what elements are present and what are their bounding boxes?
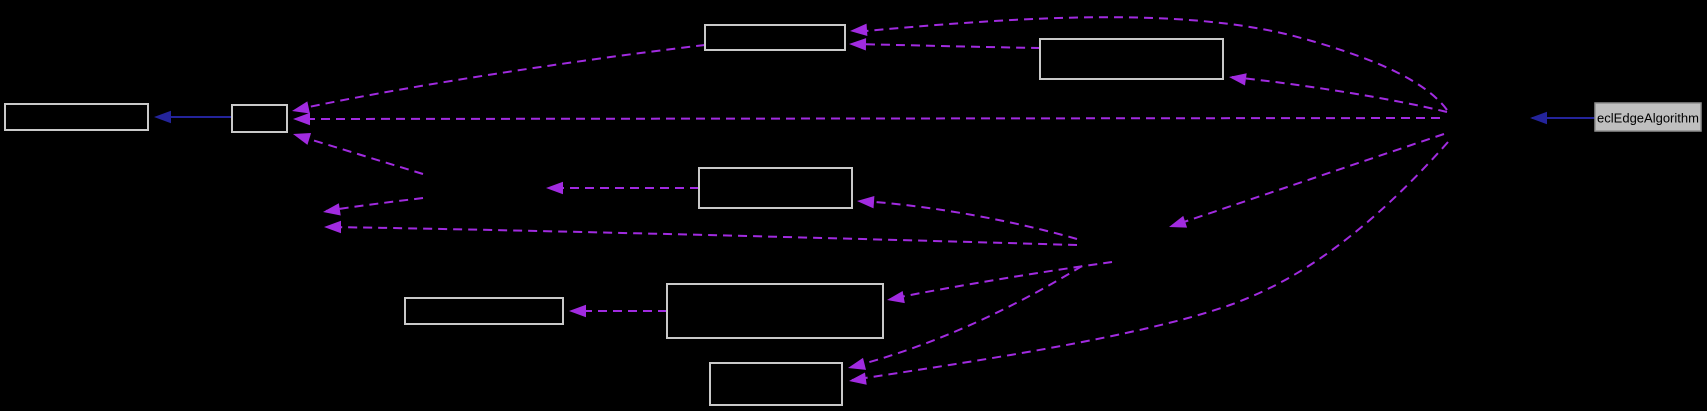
usage-edge-hub-to-top-arc <box>865 16 1448 111</box>
usage-edge-hub3-to-hub4-arrowhead-icon <box>323 203 341 216</box>
usage-edge-top-to-small-arrowhead-icon <box>292 101 310 114</box>
node-small[interactable] <box>231 104 288 133</box>
node-bottom[interactable] <box>709 362 843 406</box>
usage-edge-middle-to-hub3-arrowhead-icon <box>546 181 563 195</box>
usage-edge-hub-to-small-arrowhead-icon <box>293 112 310 126</box>
usage-edge-hub-to-bottom-arc <box>851 141 1449 381</box>
usage-edge-top-right-to-top <box>851 43 1041 49</box>
usage-edge-hub2-to-bottom <box>850 265 1083 368</box>
node-middle[interactable] <box>698 167 853 209</box>
usage-edge-hub-to-top-right-arrowhead-icon <box>1229 73 1247 86</box>
node-lower-large[interactable] <box>666 283 884 339</box>
usage-edge-hub-to-hub2-arrowhead-icon <box>1169 215 1188 228</box>
usage-edge-hub2-to-bottom-arrowhead-icon <box>848 357 866 370</box>
usage-edge-large-to-lower-left-arrowhead-icon <box>569 304 586 318</box>
usage-edge-hub2-to-lower-large <box>889 261 1113 300</box>
usage-edge-hub-to-top-right <box>1231 76 1448 113</box>
usage-edge-hub-to-small <box>295 117 1441 120</box>
usage-edge-hub3-to-small <box>295 134 424 175</box>
usage-edge-hub-to-bottom-arc-arrowhead-icon <box>849 372 867 385</box>
node-top[interactable] <box>704 24 846 51</box>
node-ecl-edge-algorithm[interactable] <box>1594 102 1702 132</box>
inheritance-edge-small-to-left-arrowhead-icon <box>154 110 171 124</box>
usage-edge-hub2-to-hub4-arrowhead-icon <box>324 220 341 234</box>
usage-edge-hub2-to-middle-arrowhead-icon <box>857 196 875 209</box>
usage-edge-hub3-to-small-arrowhead-icon <box>293 133 312 145</box>
usage-edge-hub2-to-lower-large-arrowhead-icon <box>887 290 905 304</box>
node-ecl-edge-algorithm-label: eclEdgeAlgorithm <box>1597 111 1699 126</box>
usage-edge-top-right-to-top-arrowhead-icon <box>849 38 867 51</box>
node-left[interactable] <box>4 103 149 131</box>
node-lower-left[interactable] <box>404 297 564 325</box>
inheritance-edge-current-to-hub-arrowhead-icon <box>1530 111 1547 125</box>
usage-edge-hub2-to-hub4 <box>326 226 1078 246</box>
usage-edge-top-to-small <box>294 44 706 111</box>
usage-edge-hub-to-top-arc-arrowhead-icon <box>850 23 868 36</box>
usage-edge-hub2-to-middle <box>859 200 1078 240</box>
node-top-right[interactable] <box>1039 38 1224 80</box>
usage-edge-hub-to-hub2 <box>1171 133 1445 227</box>
